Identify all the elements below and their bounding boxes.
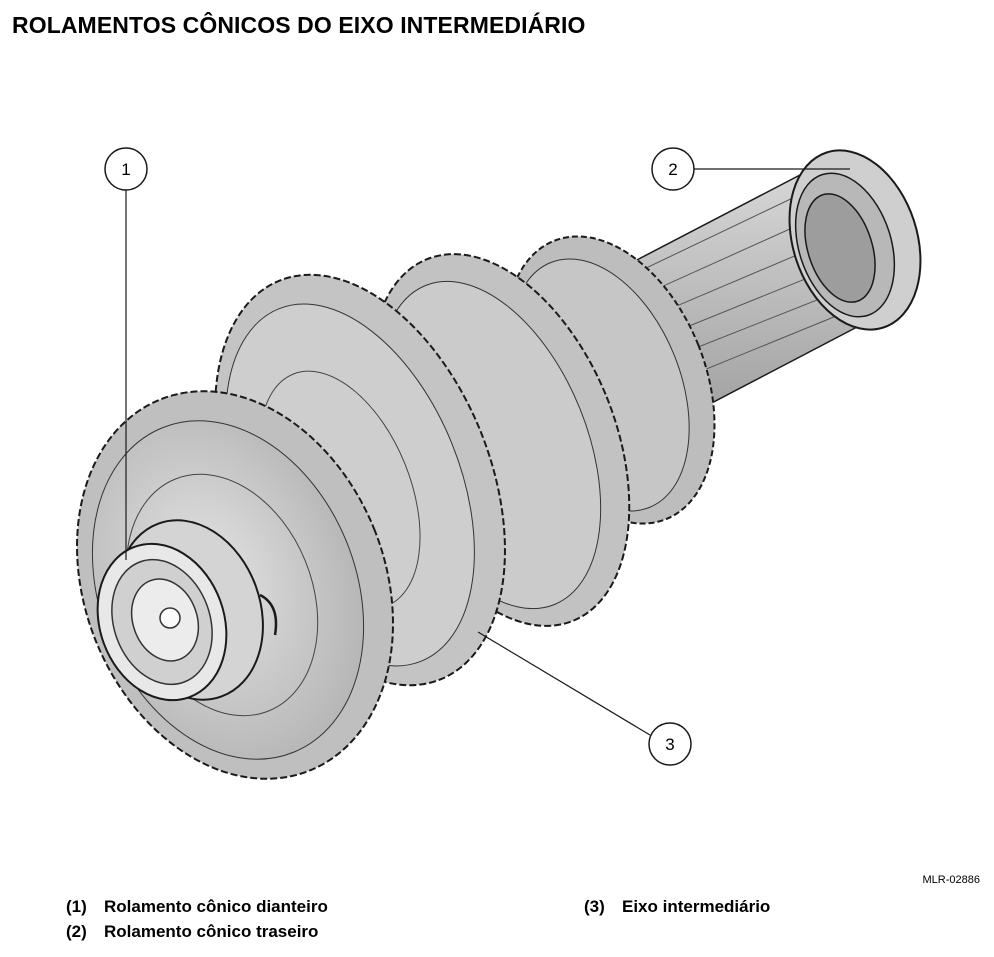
legend-item-3: (3) Eixo intermediário [584,897,770,917]
callout-1-number: 1 [121,160,130,179]
callout-2: 2 [651,147,850,191]
callout-3-number: 3 [665,735,674,754]
legend-number: (2) [66,922,87,941]
callout-3: 3 [477,631,692,766]
legend-item-1: (1) Rolamento cônico dianteiro [66,897,328,917]
reference-code: MLR-02886 [922,874,980,886]
callout-1: 1 [104,147,148,560]
legend-label: Rolamento cônico traseiro [104,922,319,941]
rear-tapered-bearing [788,149,922,331]
legend-label: Rolamento cônico dianteiro [104,897,328,916]
legend-number: (3) [584,897,605,916]
front-tapered-bearing [96,519,278,702]
legend-number: (1) [66,897,87,916]
callout-2-number: 2 [668,160,677,179]
legend-item-2: (2) Rolamento cônico traseiro [66,922,318,942]
countershaft-diagram: 1 2 3 [76,147,922,780]
legend-label: Eixo intermediário [622,897,771,916]
page-title: ROLAMENTOS CÔNICOS DO EIXO INTERMEDIÁRIO [12,12,586,38]
